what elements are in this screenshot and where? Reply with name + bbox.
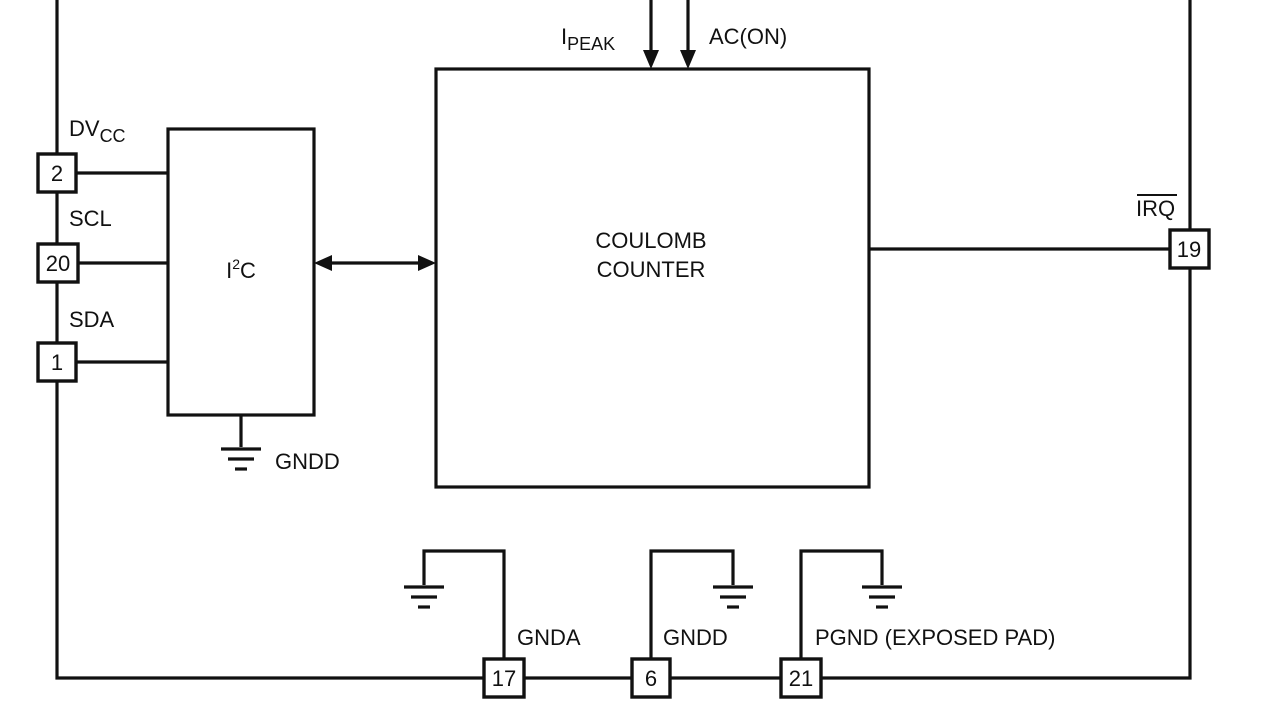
pin-21-number: 21 xyxy=(789,666,813,691)
i2c-block: I2C xyxy=(166,127,316,417)
ipeak-input-arrow xyxy=(643,0,659,69)
pin-21-pgnd: 21 xyxy=(779,657,823,699)
sda-label: SDA xyxy=(69,307,115,332)
pgnd-label: PGND (EXPOSED PAD) xyxy=(815,625,1055,650)
gndd-ground-wire xyxy=(649,549,753,660)
gndd-label: GNDD xyxy=(663,625,728,650)
gnda-label: GNDA xyxy=(517,625,581,650)
pin-20-scl: 20 xyxy=(36,242,80,284)
pin-19-irq: 19 xyxy=(1168,228,1211,270)
acon-input-arrow xyxy=(680,0,696,69)
pgnd-ground-wire xyxy=(799,549,902,660)
pin-20-number: 20 xyxy=(46,251,70,276)
i2c-block-label: I2C xyxy=(226,256,256,283)
pin-1-sda: 1 xyxy=(36,341,78,383)
i2c-gndd-label: GNDD xyxy=(275,449,340,474)
pin-2-dvcc: 2 xyxy=(36,152,78,194)
dvcc-label: DVCC xyxy=(69,116,126,146)
coulomb-counter-label-line1: COULOMB xyxy=(595,228,706,253)
acon-label: AC(ON) xyxy=(709,24,787,49)
coulomb-counter-block: COULOMB COUNTER xyxy=(434,67,871,489)
pin-17-number: 17 xyxy=(492,666,516,691)
scl-label: SCL xyxy=(69,206,112,231)
pin-6-gndd: 6 xyxy=(630,657,672,699)
pin-17-gnda: 17 xyxy=(482,657,526,699)
i2c-bus-arrow xyxy=(314,255,436,271)
coulomb-counter-label-line2: COUNTER xyxy=(597,257,706,282)
gnda-ground-wire xyxy=(404,549,506,660)
i2c-ground-symbol xyxy=(221,415,261,471)
irq-label: IRQ xyxy=(1136,196,1175,221)
chip-outline xyxy=(55,0,1192,680)
pin-19-number: 19 xyxy=(1177,237,1201,262)
ipeak-label: IPEAK xyxy=(561,24,615,54)
pin-1-number: 1 xyxy=(51,350,63,375)
pin-2-number: 2 xyxy=(51,161,63,186)
pin-6-number: 6 xyxy=(645,666,657,691)
